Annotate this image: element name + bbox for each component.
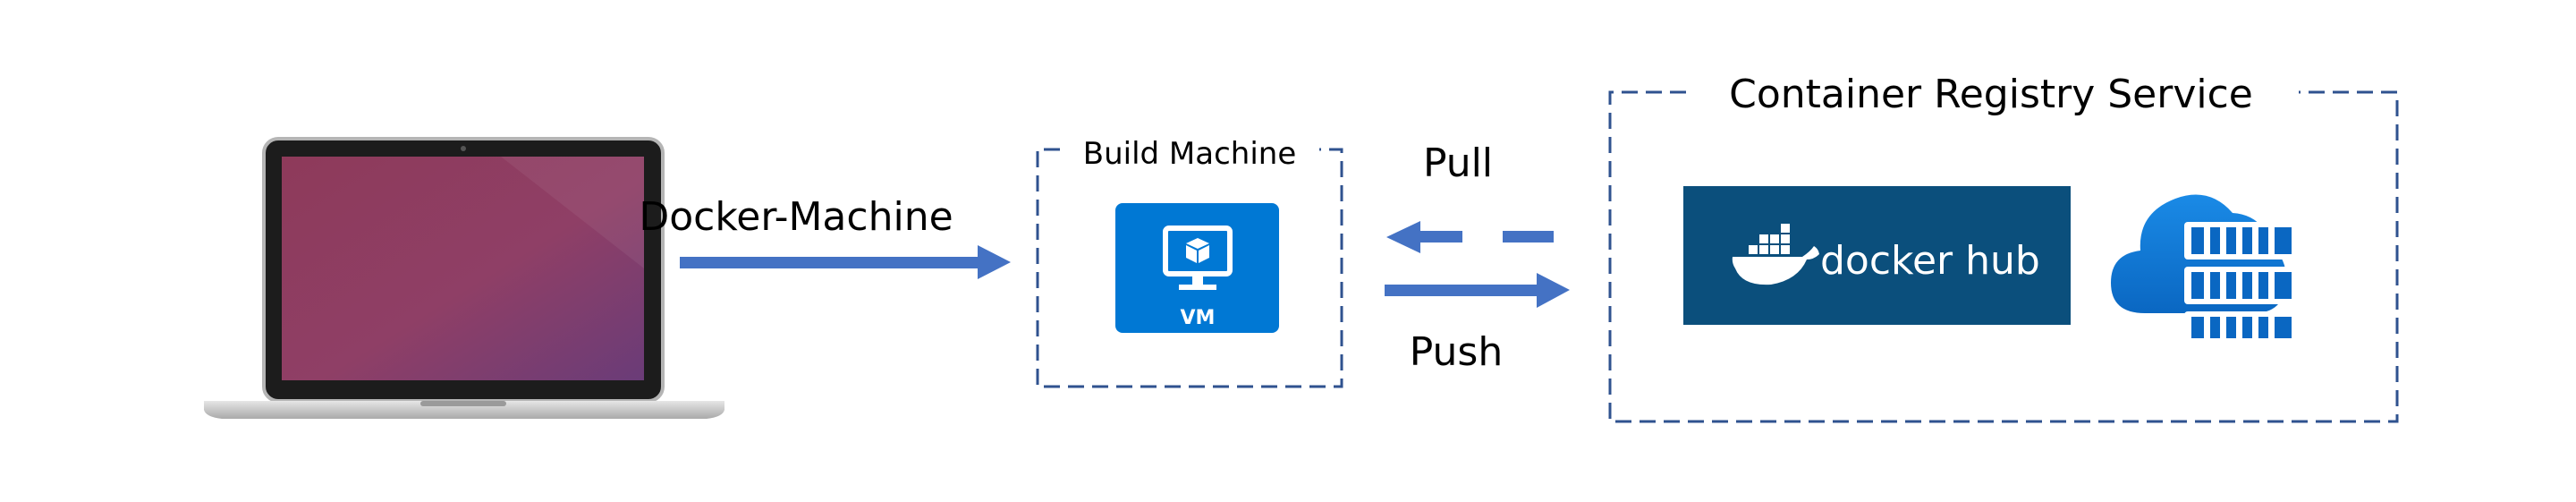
registry-service-box (1608, 90, 2399, 423)
push-arrow-shaft (1385, 285, 1541, 296)
docker-hub-logo: docker hub (1683, 186, 2071, 325)
laptop-notch (420, 401, 506, 406)
push-arrow-head (1537, 273, 1570, 308)
vm-tile (1115, 203, 1279, 333)
pull-arrow-head (1386, 221, 1420, 253)
pull-arrow (1386, 221, 1554, 253)
docker-machine-arrow (680, 245, 1011, 279)
azure-vm-icon (1115, 203, 1279, 333)
build-machine-border (1036, 148, 1343, 388)
azure-container-registry-icon (2111, 194, 2299, 344)
push-arrow (1385, 273, 1570, 308)
vm-label: VM (1181, 307, 1216, 329)
laptop-camera (461, 146, 466, 151)
laptop-screen-glare (501, 157, 644, 268)
vm-stand (1192, 274, 1203, 285)
docker-hub-label: docker hub (1820, 238, 2040, 284)
vm-cube-icon (1186, 238, 1209, 263)
docker-hub-banner (1683, 186, 2071, 325)
registry-container-stack (2184, 222, 2299, 344)
docker-machine-arrow-shaft (680, 257, 984, 268)
laptop-base (204, 401, 724, 419)
docker-machine-label: Docker-Machine (639, 194, 953, 240)
laptop-screen (282, 157, 644, 380)
vm-base (1179, 285, 1216, 290)
build-machine-title: Build Machine (1083, 136, 1296, 172)
registry-service-border (1608, 90, 2399, 423)
pull-arrow-dash-2 (1503, 231, 1554, 242)
registry-service-title: Container Registry Service (1729, 72, 2253, 117)
pull-arrow-dash-1 (1418, 231, 1462, 242)
laptop-icon (204, 137, 724, 419)
docker-machine-arrow-head (978, 245, 1011, 279)
push-label: Push (1410, 329, 1503, 375)
build-machine-box (1036, 148, 1343, 388)
docker-whale-icon (1732, 224, 1819, 285)
pull-label: Pull (1423, 140, 1493, 186)
